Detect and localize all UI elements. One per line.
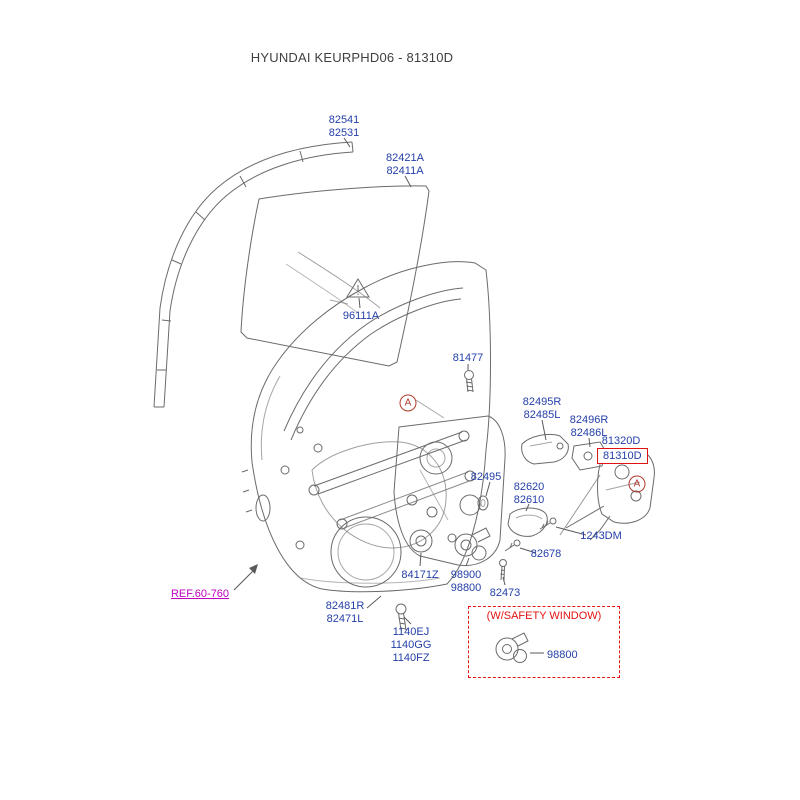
part-label-81320d[interactable]: 81320D — [601, 435, 641, 447]
door-panel — [241, 261, 491, 593]
part-label-82495r[interactable]: 82495R 82485L — [522, 396, 562, 421]
safety-window-title: (W/SAFETY WINDOW) — [486, 610, 602, 622]
screw-1243dm — [539, 517, 557, 530]
window-glass — [240, 185, 430, 367]
warning-triangle — [346, 278, 370, 298]
regulator-motor — [454, 527, 491, 561]
part-label-81477[interactable]: 81477 — [452, 352, 484, 364]
outside-handle — [507, 507, 548, 537]
leader-lines — [233, 137, 591, 654]
screw-82678 — [504, 539, 521, 552]
clip-ring — [477, 495, 489, 511]
safety-window-motor — [495, 632, 529, 663]
callout-a-latch: A — [628, 475, 646, 493]
part-label-96111a[interactable]: 96111A — [342, 310, 380, 322]
part-label-82495[interactable]: 82495 — [470, 471, 502, 483]
part-label-82421a[interactable]: 82421A 82411A — [386, 152, 424, 177]
part-label-98800-safety[interactable]: 98800 — [547, 649, 578, 661]
module-plate — [393, 415, 506, 567]
bolt-81477 — [464, 370, 474, 393]
handle-bracket — [521, 433, 569, 465]
part-label-1140ej[interactable]: 1140EJ 1140GG 1140FZ — [390, 626, 432, 664]
safety-window-option-box: (W/SAFETY WINDOW) 98800 — [468, 606, 620, 678]
part-label-1243dm[interactable]: 1243DM — [580, 530, 622, 542]
handle-base — [571, 441, 607, 471]
bolt-1140ej — [395, 603, 407, 631]
part-label-81310d-highlighted[interactable]: 81310D — [597, 448, 648, 464]
glass-run-channel — [153, 141, 354, 408]
page-title: HYUNDAI KEURPHD06 - 81310D — [250, 50, 454, 65]
part-label-84171z[interactable]: 84171Z — [401, 569, 439, 581]
part-label-82481r[interactable]: 82481R 82471L — [325, 600, 365, 625]
callout-a-door: A — [399, 394, 417, 412]
part-label-82496r[interactable]: 82496R 82486L — [569, 414, 609, 439]
grommet — [409, 529, 433, 553]
part-label-82541[interactable]: 82541 82531 — [328, 114, 360, 139]
part-label-98900[interactable]: 98900 98800 — [450, 569, 482, 594]
part-label-82678[interactable]: 82678 — [530, 548, 562, 560]
screw-82473 — [499, 559, 507, 581]
part-label-82473[interactable]: 82473 — [489, 587, 521, 599]
door-latch — [559, 449, 655, 541]
ref-link-60-760[interactable]: REF.60-760 — [170, 588, 230, 600]
window-regulator — [308, 430, 476, 530]
part-label-82620[interactable]: 82620 82610 — [513, 481, 545, 506]
